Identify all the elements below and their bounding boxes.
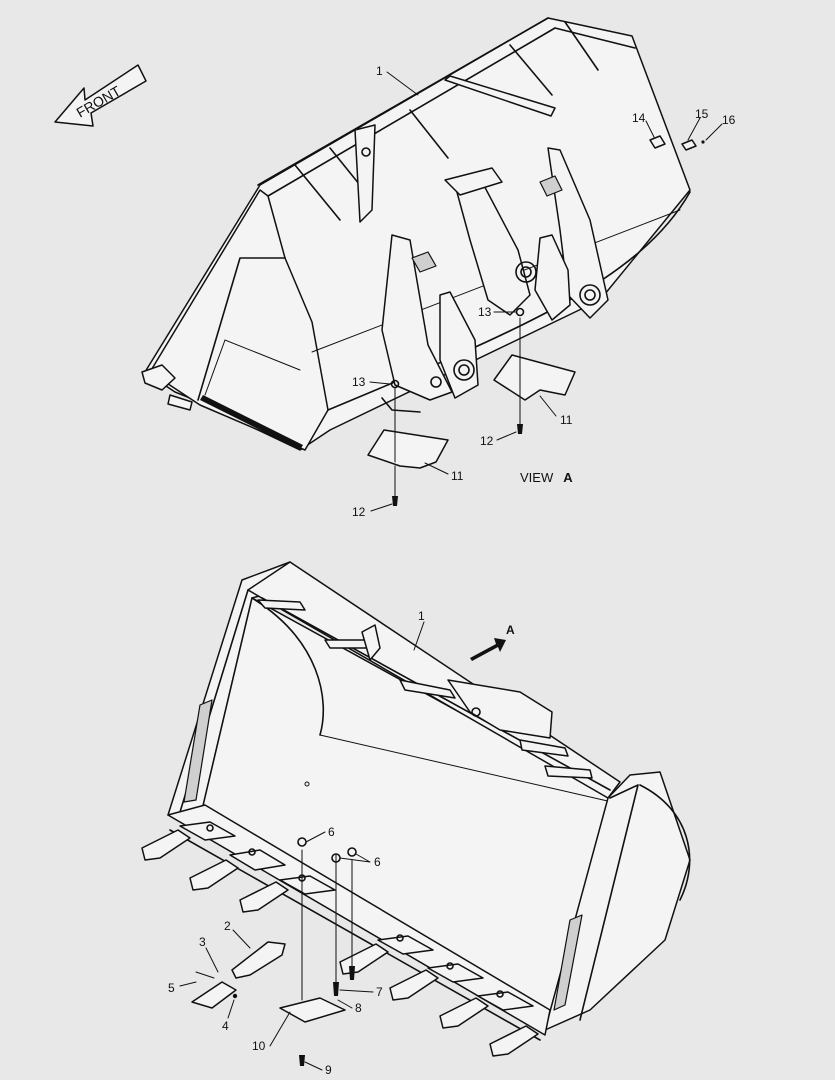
callout-1-upper: 1	[376, 64, 383, 78]
bucket-teeth	[141, 821, 539, 1057]
callout-11-right: 11	[560, 413, 573, 427]
callout-5: 5	[168, 981, 175, 995]
front-label: FRONT	[74, 82, 124, 120]
callout-2: 2	[224, 919, 231, 933]
bucket-rear-view	[141, 17, 705, 506]
view-caption: VIEW A	[520, 470, 573, 485]
callout-1-lower: 1	[418, 609, 425, 623]
callout-16: 16	[722, 113, 736, 127]
callout-15: 15	[695, 107, 709, 121]
callout-13-left: 13	[352, 375, 366, 389]
view-caption-prefix: VIEW	[520, 470, 554, 485]
callout-4: 4	[222, 1019, 229, 1033]
callout-14: 14	[632, 111, 646, 125]
callout-7: 7	[376, 985, 383, 999]
front-arrow-icon: FRONT	[54, 64, 147, 127]
callout-9: 9	[325, 1063, 332, 1077]
callout-6-left: 6	[328, 825, 335, 839]
callout-6-right: 6	[374, 855, 381, 869]
callout-10: 10	[252, 1039, 266, 1053]
callout-12-right: 12	[480, 434, 494, 448]
callout-13-right: 13	[478, 305, 492, 319]
view-arrow-letter: A	[506, 623, 515, 637]
exploded-tooth-parts	[191, 837, 357, 1066]
lower-leaders	[179, 621, 425, 1071]
upper-callout-labels: 1 14 15 16 13 13 11 11 12 12	[352, 64, 736, 519]
callout-12-left: 12	[352, 505, 366, 519]
lower-callout-labels: 1 2 3 4 5 6 6 7 8 9 10	[168, 609, 425, 1077]
callout-3: 3	[199, 935, 206, 949]
view-caption-letter: A	[563, 470, 573, 485]
view-direction-arrow-icon: A	[470, 623, 515, 661]
callout-8: 8	[355, 1001, 362, 1015]
upper-leaders	[369, 71, 723, 512]
callout-11-left: 11	[451, 469, 464, 483]
